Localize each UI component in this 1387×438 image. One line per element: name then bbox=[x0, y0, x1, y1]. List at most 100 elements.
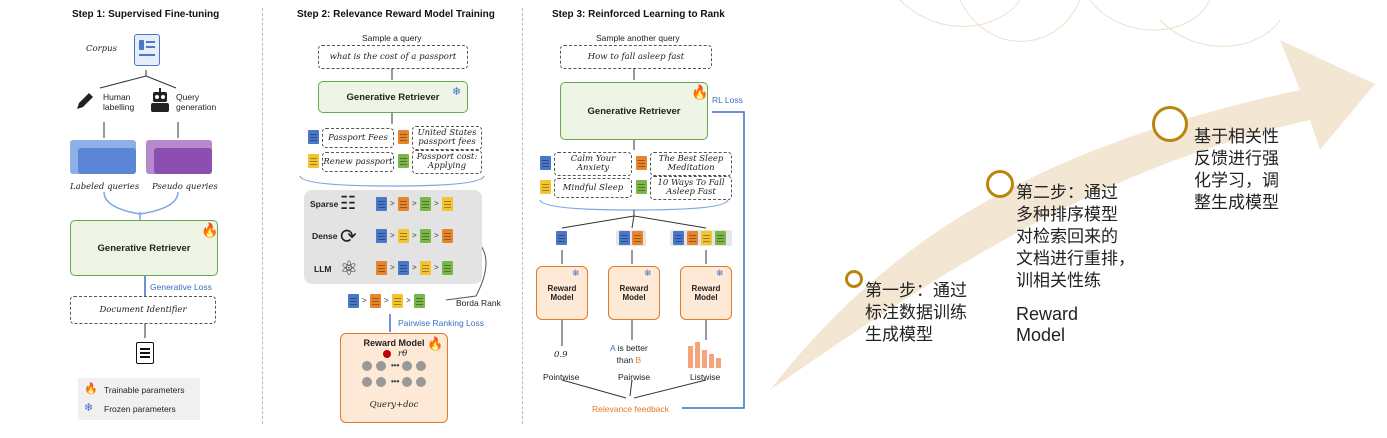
step3-title: Step 3: Reinforced Learning to Rank bbox=[552, 9, 725, 20]
doc-icon-blue bbox=[348, 294, 359, 308]
pseudo-queries-label: Pseudo queries bbox=[152, 182, 218, 192]
step1-title: Step 1: Supervised Fine-tuning bbox=[72, 9, 220, 20]
pseudo-queries-stack bbox=[146, 140, 212, 174]
doc-icon-orange bbox=[687, 231, 698, 245]
doc-icon-blue bbox=[308, 130, 319, 144]
gt-icon: > bbox=[406, 296, 411, 305]
step2-title: Step 2: Relevance Reward Model Training bbox=[297, 9, 495, 20]
gt-icon: > bbox=[412, 263, 417, 272]
step-two-marker-icon bbox=[986, 170, 1014, 198]
gt-icon: > bbox=[384, 296, 389, 305]
query-generation-label: Query generation bbox=[176, 92, 217, 112]
reward-model-listwise: Reward Model bbox=[680, 266, 732, 320]
doc-icon-blue bbox=[619, 231, 630, 245]
doc-box: Mindful Sleep bbox=[554, 178, 632, 198]
pairwise-b: B bbox=[635, 355, 642, 365]
svg-text:•••: ••• bbox=[391, 361, 400, 370]
doc-icon-yellow bbox=[442, 197, 453, 211]
step1-connectors bbox=[99, 70, 179, 338]
generative-retriever-label: Generative Retriever bbox=[97, 242, 191, 254]
sample-query-label: Sample a query bbox=[362, 33, 422, 43]
gt-icon: > bbox=[434, 199, 439, 208]
ranker-label: LLM bbox=[314, 264, 332, 274]
doc-icon-yellow bbox=[398, 229, 409, 243]
gt-icon: > bbox=[390, 231, 395, 240]
doc-label: Passport cost: Applying bbox=[416, 152, 478, 171]
pencil-icon bbox=[74, 92, 94, 112]
progress-arrow bbox=[770, 0, 1375, 390]
doc-icon-yellow bbox=[701, 231, 712, 245]
reward-model-label: Reward Model bbox=[619, 284, 649, 302]
doc-icon-orange bbox=[398, 130, 409, 144]
doc-icon-green bbox=[414, 294, 425, 308]
doc-icon-blue bbox=[376, 229, 387, 243]
doc-box: Calm Your Anxiety bbox=[554, 152, 632, 176]
document-identifier-label: Document Identifier bbox=[99, 305, 187, 315]
doc-icon-orange bbox=[636, 156, 647, 170]
step-two-text: 第二步：通过 多种排序模型 对检索回来的 文档进行重排， 训相关性练 bbox=[1016, 183, 1135, 291]
robot-icon bbox=[148, 88, 172, 116]
snowflake-icon: ❄ bbox=[644, 268, 652, 278]
gt-icon: > bbox=[412, 199, 417, 208]
reward-model-label: Reward Model bbox=[691, 284, 721, 302]
pairwise-loss-label: Pairwise Ranking Loss bbox=[398, 318, 484, 328]
reward-model-pairwise: Reward Model bbox=[608, 266, 660, 320]
theta-label: rθ bbox=[398, 349, 408, 359]
gt-icon: > bbox=[434, 263, 439, 272]
step3-query-text: How to fall asleep fast bbox=[587, 52, 685, 62]
labeled-queries-stack bbox=[70, 140, 136, 174]
doc-icon-green bbox=[636, 180, 647, 194]
document-identifier-box: Document Identifier bbox=[70, 296, 216, 324]
step2-query-text: what is the cost of a passport bbox=[329, 52, 457, 62]
fire-icon: 🔥 bbox=[201, 222, 219, 238]
legend-frozen-label: Frozen parameters bbox=[104, 404, 176, 414]
mode-label: Listwise bbox=[690, 372, 721, 382]
doc-icon-blue bbox=[398, 261, 409, 275]
divider bbox=[522, 8, 523, 424]
doc-icon-blue bbox=[376, 197, 387, 211]
cycle-icon: ⟳ bbox=[340, 226, 357, 248]
corpus-label: Corpus bbox=[86, 44, 117, 54]
ranker-label: Sparse bbox=[310, 199, 339, 209]
pairwise-text: than bbox=[616, 355, 636, 365]
borda-rank-label: Borda Rank bbox=[456, 298, 501, 308]
pairwise-result: A is better than B bbox=[610, 342, 648, 366]
sample-another-query-label: Sample another query bbox=[596, 33, 680, 43]
pairwise-text: is better bbox=[615, 343, 648, 353]
generative-retriever-label: Generative Retriever bbox=[587, 105, 681, 117]
step3-query-box: How to fall asleep fast bbox=[560, 45, 712, 69]
gt-icon: > bbox=[390, 263, 395, 272]
tree-icon: ☷ bbox=[340, 193, 357, 213]
gt-icon: > bbox=[434, 231, 439, 240]
doc-icon-orange bbox=[442, 229, 453, 243]
step-three-marker-icon bbox=[1152, 106, 1188, 142]
doc-box: United States passport fees bbox=[412, 126, 482, 150]
snowflake-icon: ❄ bbox=[572, 268, 580, 278]
doc-label: Mindful Sleep bbox=[562, 183, 624, 193]
mode-label: Pairwise bbox=[618, 372, 651, 382]
relevance-feedback-label: Relevance feedback bbox=[592, 404, 670, 414]
doc-label: Calm Your Anxiety bbox=[570, 154, 616, 173]
snowflake-icon: ❄ bbox=[716, 268, 724, 278]
reward-model-title: Reward Model bbox=[363, 338, 425, 348]
step-two-english: Reward Model bbox=[1016, 304, 1079, 345]
fire-icon: 🔥 bbox=[691, 84, 709, 100]
doc-box: 10 Ways To Fall Asleep Fast bbox=[650, 176, 732, 200]
snowflake-icon: ❄ bbox=[84, 402, 94, 414]
step1-generative-retriever: Generative Retriever bbox=[70, 220, 218, 276]
doc-box: Renew passport bbox=[322, 152, 394, 172]
step-one-marker-icon bbox=[845, 270, 863, 288]
document-icon bbox=[136, 342, 154, 364]
doc-icon-orange bbox=[370, 294, 381, 308]
generative-loss-label: Generative Loss bbox=[150, 282, 212, 292]
legend-trainable-label: Trainable parameters bbox=[104, 385, 185, 395]
snowflake-icon: ❄ bbox=[452, 86, 462, 98]
ranker-label: Dense bbox=[312, 231, 338, 241]
doc-icon-orange bbox=[632, 231, 643, 245]
pointwise-value: 0.9 bbox=[554, 350, 568, 360]
step-one-text: 第一步：通过 标注数据训练 生成模型 bbox=[865, 281, 967, 345]
mode-label: Pointwise bbox=[543, 372, 580, 382]
doc-box: The Best Sleep Meditation bbox=[650, 152, 732, 176]
legend: 🔥 Trainable parameters ❄ Frozen paramete… bbox=[78, 378, 200, 420]
doc-icon-yellow bbox=[420, 261, 431, 275]
